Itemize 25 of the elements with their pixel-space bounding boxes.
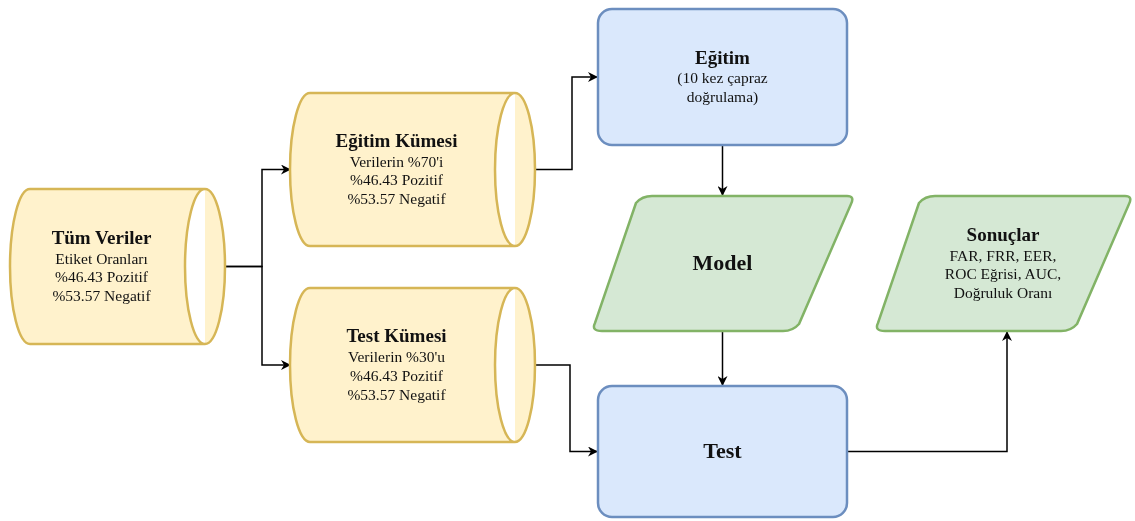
- database-cylinder: [290, 287, 535, 443]
- node-title: Test: [703, 438, 742, 465]
- database-cylinder: [290, 92, 535, 247]
- node-text: (10 kez çapraz doğrulama): [676, 69, 769, 108]
- node-title: Model: [692, 250, 753, 277]
- arrow: [847, 331, 1012, 453]
- node-title: Test Kümesi: [346, 325, 447, 349]
- arrow: [717, 331, 728, 386]
- database-cylinder: [10, 188, 225, 345]
- node-title: Sonuçlar: [966, 223, 1040, 247]
- arrow: [224, 265, 291, 370]
- node-text: Verilerin %30'u %46.43 Pozitif %53.57 Negatif: [346, 348, 447, 405]
- node-title: Eğitim Kümesi: [335, 129, 458, 153]
- data-parallelogram: [873, 195, 1133, 332]
- arrow: [534, 72, 598, 171]
- arrow: [717, 145, 728, 196]
- process-box: [597, 8, 848, 146]
- node-text: FAR, FRR, EER, ROC Eğrisi, AUC, Doğruluk Oranı: [943, 246, 1063, 304]
- data-parallelogram: [590, 195, 855, 332]
- node-title: Eğitim: [695, 46, 750, 70]
- node-title: Tüm Veriler: [51, 226, 152, 250]
- node-text: Etiket Oranları %46.43 Pozitif %53.57 Negatif: [51, 249, 152, 307]
- process-box: [597, 385, 848, 518]
- arrow: [534, 364, 598, 457]
- node-text: Verilerin %70'i %46.43 Pozitif %53.57 Negatif: [346, 152, 447, 210]
